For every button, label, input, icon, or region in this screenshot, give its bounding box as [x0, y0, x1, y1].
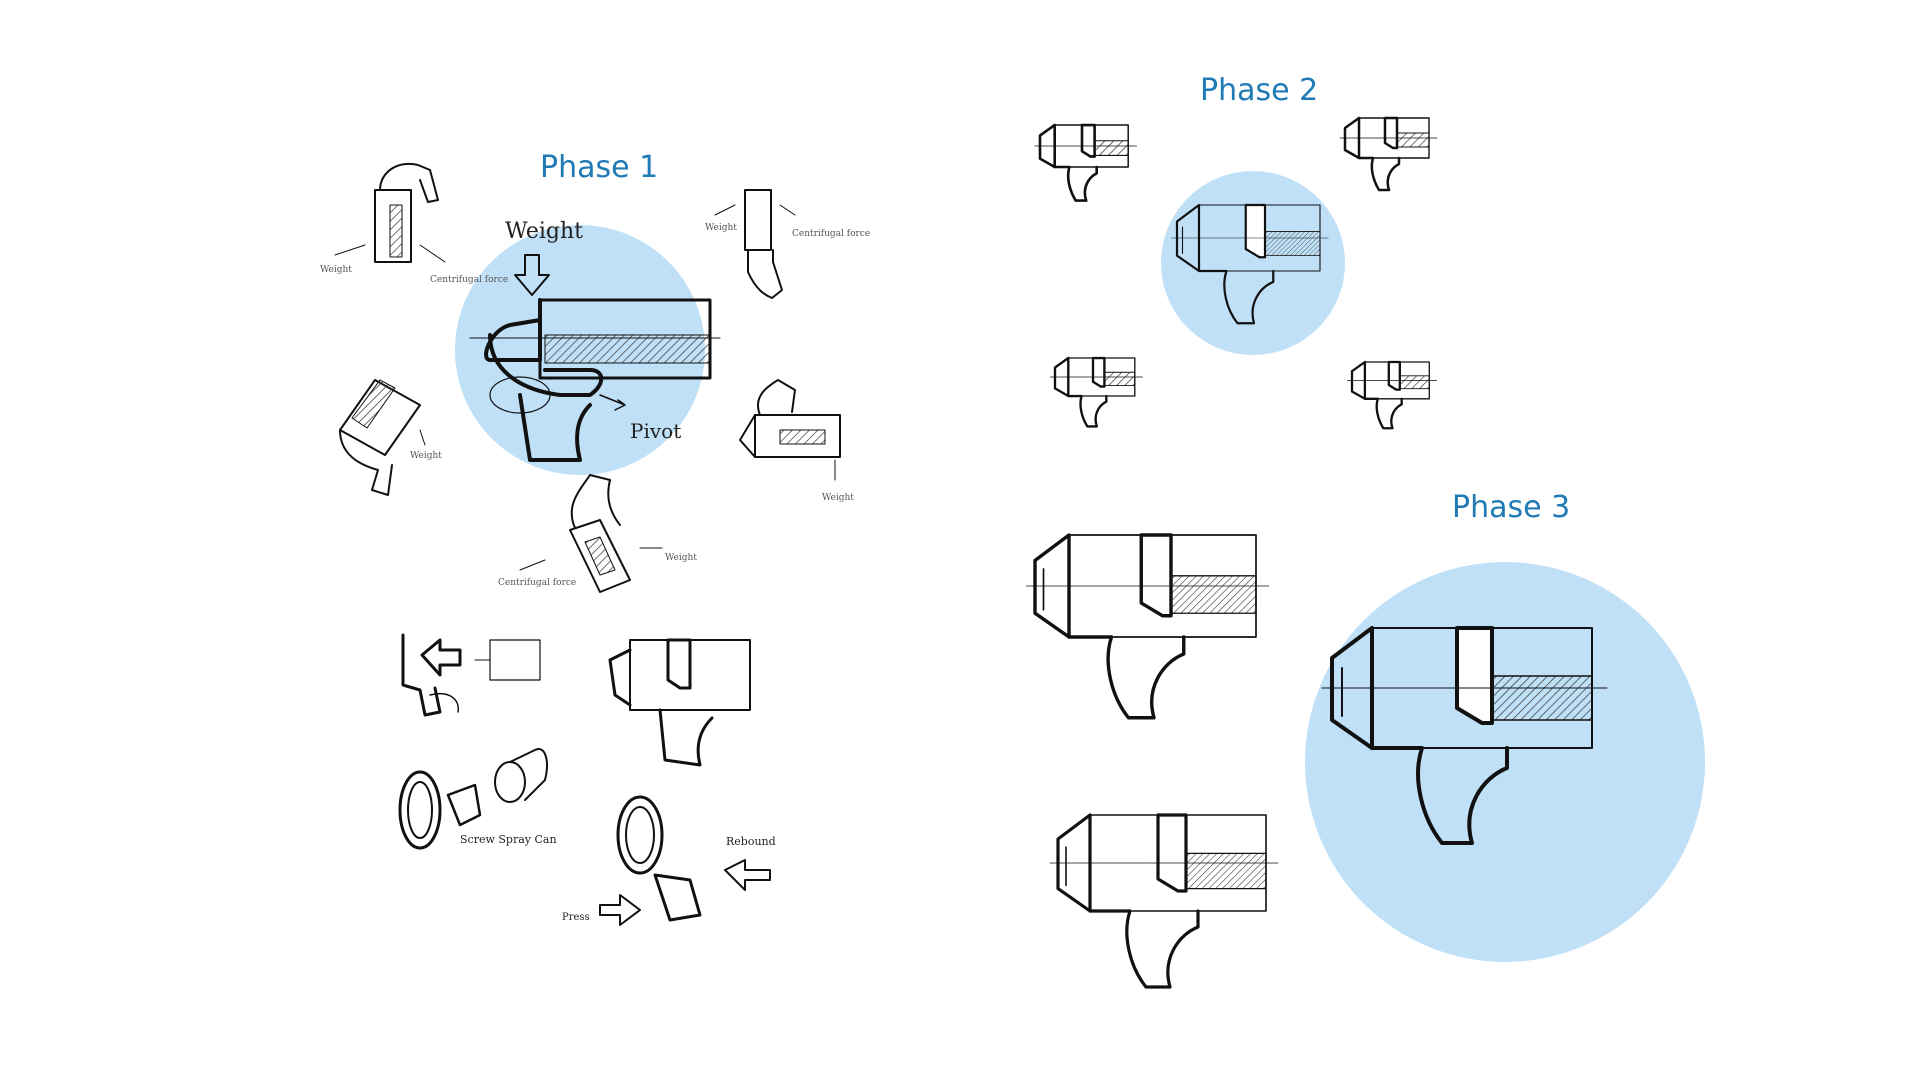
phase2-highlight-circle [1161, 171, 1345, 355]
phase3-sketch-lower [1048, 813, 1280, 989]
note-centrifugal-2: Centrifugal force [792, 229, 870, 239]
note-weight-1: Weight [320, 265, 352, 275]
phase1-mechanism-parts [398, 748, 548, 850]
phase2-sketch-topright [1338, 116, 1439, 192]
pivot-label: Pivot [630, 419, 681, 443]
phase1-sketch-bottom [519, 474, 663, 593]
phase3-sketch-upper [1024, 533, 1271, 720]
phase2-sketch-bottomright [1346, 360, 1438, 430]
phase1-mechanism-arrow [401, 633, 541, 717]
phase1-sketch-right [739, 379, 841, 481]
phase-3-title: Phase 3 [1452, 490, 1571, 525]
note-centrifugal-3: Centrifugal force [498, 578, 576, 588]
phase1-mechanism-ring [599, 795, 771, 926]
phase1-sketch-topleft [334, 162, 446, 263]
note-weight-5: Weight [665, 553, 697, 563]
weight-label: Weight [505, 219, 583, 244]
phase1-main-sprayer-sketch [469, 254, 721, 462]
phase-2-title: Phase 2 [1200, 73, 1319, 108]
note-weight-4: Weight [822, 493, 854, 503]
note-weight-2: Weight [705, 223, 737, 233]
note-centrifugal-1: Centrifugal force [430, 275, 508, 285]
screw-spray-can-label: Screw Spray Can [460, 833, 557, 846]
phase1-sketch-left [339, 379, 426, 496]
note-weight-3: Weight [410, 451, 442, 461]
phase1-sketch-topright [714, 189, 796, 299]
phase1-mechanism-sprayer [608, 638, 751, 767]
phase-1-title: Phase 1 [540, 150, 659, 185]
rebound-label: Rebound [726, 835, 776, 848]
phase2-sketch-topleft [1033, 123, 1138, 202]
press-label: Press [562, 912, 590, 923]
phase2-sketch-bottomleft [1049, 356, 1144, 428]
